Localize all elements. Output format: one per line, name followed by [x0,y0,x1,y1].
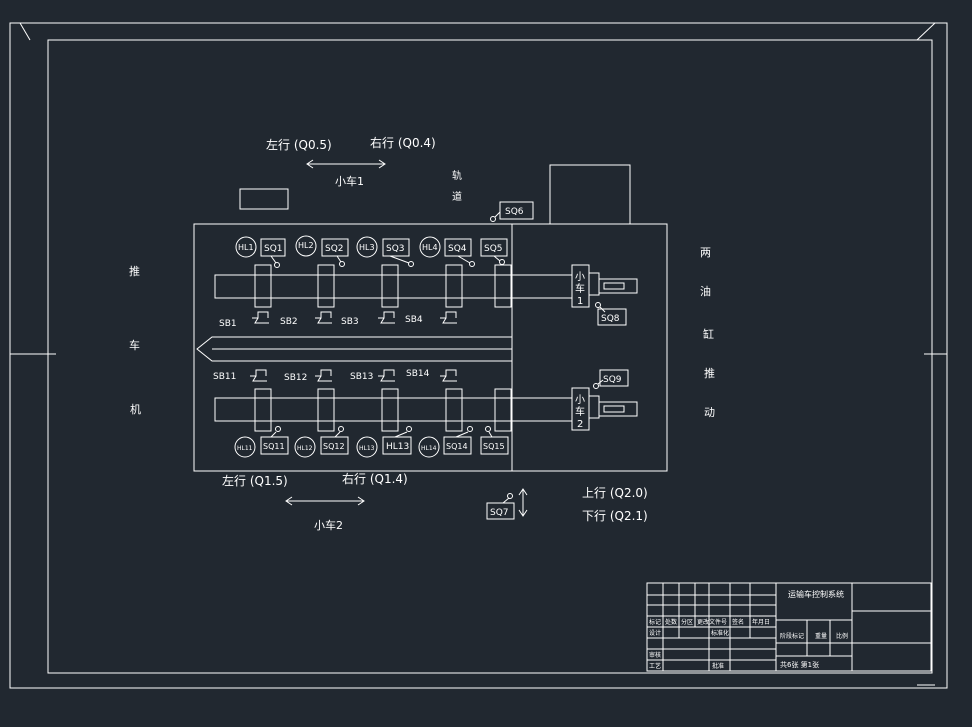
up-label: 上行 (Q2.0) [582,486,648,500]
lamp-label: HL14 [421,445,437,452]
cart2-left-label: 左行 (Q1.5) [222,473,288,488]
pusher-blade [196,336,512,362]
indicator-box [239,188,289,210]
button-label: SB1 [219,319,237,329]
rail-upper [214,274,573,299]
cylinders-char-1: 两 [700,246,711,259]
button-label: SB3 [341,317,359,327]
tb-cell: 工艺 [649,662,661,670]
pusher-char-2: 车 [129,338,140,352]
lamp-label: HL2 [298,241,314,250]
button-label: SB14 [406,369,430,379]
cylinder2-label: 小 [575,394,585,406]
sensor-label: SQ1 [264,244,283,254]
sensor-label: SQ14 [446,442,468,451]
button-label: SB12 [284,373,307,383]
cart1-left-label: 左行 (Q0.5) [266,137,332,152]
drawing-title: 运输车控制系统 [788,589,844,599]
cylinders-char-4: 推 [704,366,715,380]
lamp-label: HL3 [359,243,375,252]
cylinders-char-5: 动 [704,406,715,419]
tb-cell: 设计 [649,629,661,637]
sensor-label: SQ15 [483,442,505,451]
track-char-1: 轨 [452,169,462,182]
sensor-label: SQ4 [448,244,467,254]
tb-cell: 批准 [712,662,724,670]
cylinder2-label: 车 [575,405,585,418]
tb-cell: 处数 [665,618,677,626]
cart2-right-label: 右行 (Q1.4) [342,471,408,486]
tb-cell: 年月日 [752,618,770,626]
tb-cell: 标记 [649,618,661,626]
tb-cell: 审核 [649,651,661,659]
cylinders-char-2: 油 [700,284,711,298]
track-char-2: 道 [452,190,462,203]
button-label: SB2 [280,317,298,327]
sensor-label: SQ6 [505,207,524,217]
sensor-label: SQ11 [263,442,285,451]
inner-frame [47,39,933,674]
cylinders-char-3: 缸 [703,327,714,341]
sensor-label: SQ12 [323,442,345,451]
machine-frame [193,223,668,472]
sensor-label: SQ3 [386,244,405,254]
tb-cell: 共6张 第1张 [780,660,819,669]
tb-cell: 分区 [681,618,693,626]
cylinder2-label: 2 [577,419,583,430]
tb-cell: 标准化 [711,629,729,637]
button-label: SB13 [350,372,373,382]
outer-frame [9,22,948,689]
lamp-label: HL11 [237,445,253,452]
button-label: SB11 [213,372,236,382]
lamp-label: HL1 [238,243,254,252]
tb-cell: 比例 [836,632,848,640]
down-label: 下行 (Q2.1) [582,509,648,523]
pusher-char-1: 推 [129,264,140,278]
tb-cell: 阶段标记 [780,632,804,640]
rail-lower [214,397,573,422]
cylinder1-label: 车 [575,282,585,295]
cart1-right-label: 右行 (Q0.4) [370,135,436,150]
cart2-name: 小车2 [314,518,343,532]
sensor-label: SQ5 [484,244,503,254]
pusher-char-3: 机 [130,402,141,416]
lamp-label: HL13 [359,445,375,452]
sensor-label: SQ9 [603,375,622,385]
cylinder1-label: 1 [577,296,583,307]
lamp-label: HL4 [422,243,438,252]
tb-cell: 更改文件号 [697,618,727,626]
sensor-label: SQ8 [601,314,620,324]
sensor-label: SQ2 [325,244,344,254]
tb-cell: 签名 [732,618,744,626]
lamp-label: HL12 [297,445,313,452]
lamp-label-hl13: HL13 [386,442,409,452]
cart1-name: 小车1 [335,174,364,188]
button-label: SB4 [405,315,423,325]
tb-cell: 重量 [815,632,827,640]
cylinder1-label: 小 [575,271,585,283]
sensor-label: SQ7 [490,508,509,518]
tank-block [549,164,631,225]
